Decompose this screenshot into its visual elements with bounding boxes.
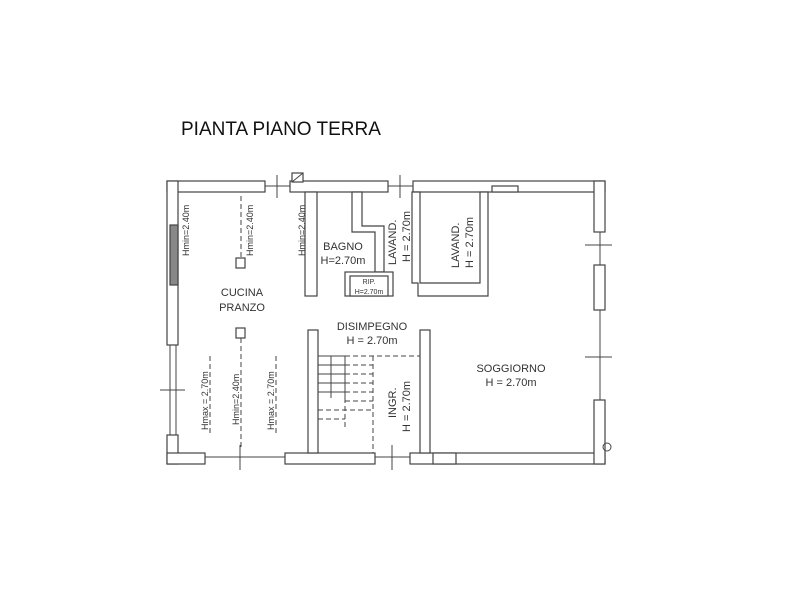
room-label: LAVAND. [450,223,462,268]
walls [160,172,612,470]
room-label: PRANZO [219,302,265,314]
height-label: Hmin=2.40m [297,205,307,256]
labels: CUCINA PRANZO BAGNO H=2.70m RIP. H=2.70m… [181,205,546,432]
room-height: H = 2.70m [346,335,397,347]
room-label: LAVAND. [387,220,399,265]
room-height: H = 2.70m [485,377,536,389]
ceiling-height-lines [209,196,277,450]
room-label: INGR. [387,387,399,418]
room-label: BAGNO [323,241,363,253]
room-label: RIP. [363,279,376,286]
room-height: H = 2.70m [464,217,476,268]
room-height: H = 2.70m [401,381,413,432]
height-label: Hmin=2.40m [181,205,191,256]
stairs [318,355,420,453]
window [169,224,179,286]
height-label: Hmin=2.40m [231,374,241,425]
plan-title: PIANTA PIANO TERRA [181,119,381,140]
room-height: H = 2.70m [401,211,413,262]
room-label: CUCINA [221,287,264,299]
room-label: DISIMPEGNO [337,321,408,333]
height-label: Hmax = 2.70m [200,371,210,430]
window [491,185,519,193]
room-height: H=2.70m [321,255,366,267]
height-label: Hmin=2.40m [245,205,255,256]
height-label: Hmax = 2.70m [266,371,276,430]
room-height: H=2.70m [355,289,384,296]
room-label: SOGGIORNO [476,363,546,375]
